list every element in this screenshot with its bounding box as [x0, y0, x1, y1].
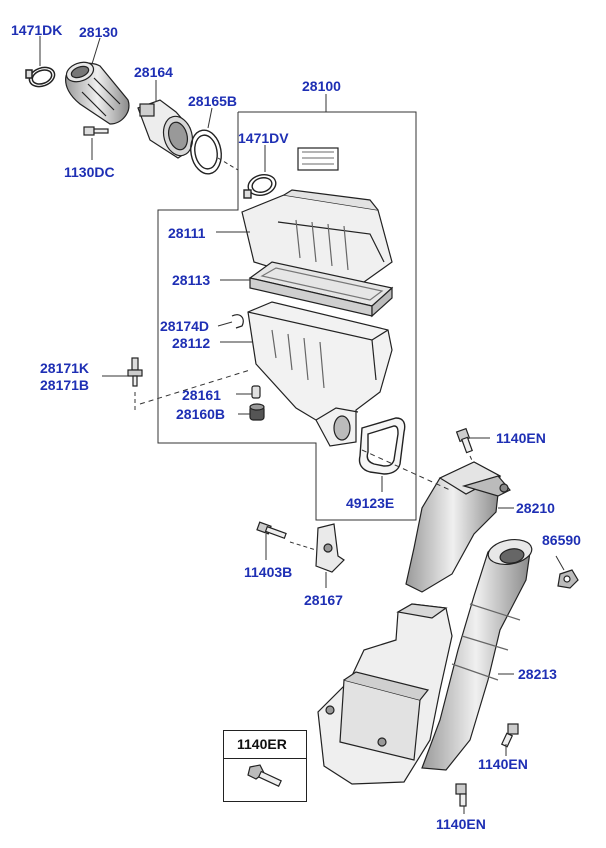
label-28113: 28113: [172, 272, 211, 288]
gasket-28165b: [190, 129, 222, 175]
bolt-28171k: [127, 357, 143, 387]
label-1471dv: 1471DV: [238, 130, 289, 146]
label-1471dk: 1471DK: [11, 22, 63, 38]
bolt-1130dc: [83, 126, 109, 136]
filter-28113: [248, 261, 394, 318]
assembly-outline-28100: [157, 94, 417, 521]
bolt-11403b: [256, 521, 287, 540]
label-28112: 28112: [172, 335, 211, 351]
label-28165b: 28165B: [188, 93, 238, 109]
hose-28213: [421, 538, 533, 771]
clamp-1471dv: [243, 173, 277, 199]
label-49123e: 49123E: [346, 495, 395, 511]
clip-28174d: [231, 314, 244, 329]
resonator-lower-body: [317, 603, 453, 785]
label-1140er: 1140ER: [237, 736, 287, 752]
label-28111: 28111: [168, 225, 206, 241]
label-28164: 28164: [134, 64, 173, 80]
bushing-28160b: [249, 403, 265, 421]
bolt-1140en-bottom: [455, 783, 467, 807]
label-28210: 28210: [516, 500, 555, 516]
gasket-49123e: [358, 417, 406, 475]
label-28167: 28167: [304, 592, 343, 608]
nut-86590: [557, 569, 579, 589]
case-28112: [247, 301, 393, 447]
bolt-1140en-middle: [500, 723, 519, 748]
label-28160b: 28160B: [176, 406, 226, 422]
label-1130dc: 1130DC: [64, 164, 115, 180]
label-28100: 28100: [302, 78, 341, 94]
bolt-1140er-icon: [247, 764, 282, 788]
hose-28130: [65, 61, 130, 125]
bolt-1140en-top: [455, 427, 473, 454]
label-28161: 28161: [182, 387, 221, 403]
label-28130: 28130: [79, 24, 118, 40]
sensor-28164: [137, 99, 194, 159]
label-28171b: 28171B: [40, 377, 90, 393]
label-11403b: 11403B: [244, 564, 293, 580]
legend-box-1140er: [223, 730, 307, 802]
label-28171k: 28171K: [40, 360, 90, 376]
grommet-28161: [251, 385, 261, 399]
label-1140en-middle: 1140EN: [478, 756, 528, 772]
clamp-1471dk: [25, 66, 56, 88]
duct-28210: [405, 461, 511, 593]
legend-header: [224, 731, 306, 759]
label-86590: 86590: [542, 532, 581, 548]
label-28213: 28213: [518, 666, 557, 682]
label-1140en-top: 1140EN: [496, 430, 546, 446]
label-28174d: 28174D: [160, 318, 210, 334]
bracket-28167: [315, 523, 345, 573]
label-1140en-bottom: 1140EN: [436, 816, 486, 832]
